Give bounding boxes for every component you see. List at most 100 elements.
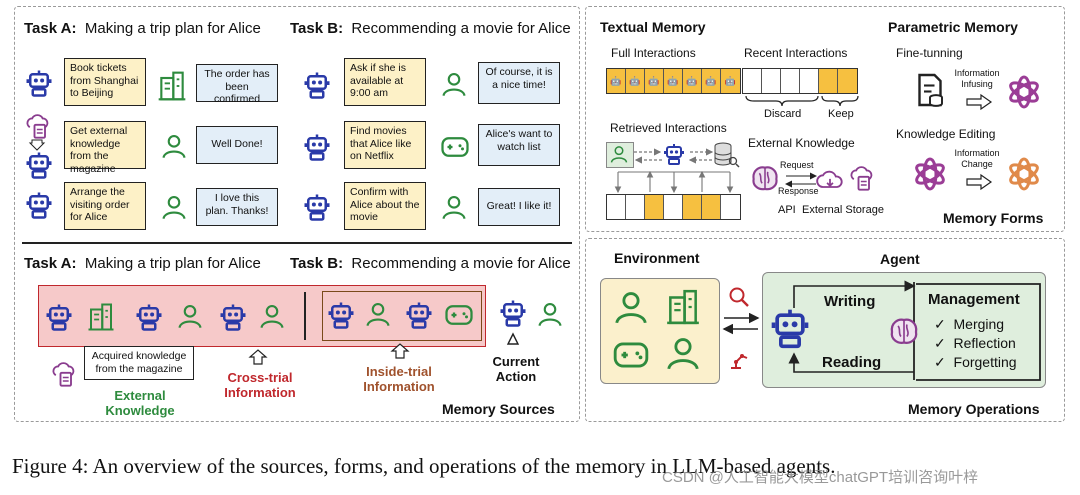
robot-icon: [218, 302, 248, 332]
op-forgetting-text: Forgetting: [953, 354, 1017, 370]
textual-memory-title: Textual Memory: [600, 19, 706, 35]
task-b-bubble-1: Ask if she is available at 9:00 am: [344, 58, 426, 106]
human-icon: [364, 300, 392, 328]
cell-robot: [762, 69, 781, 93]
database-icon: [714, 142, 732, 166]
api-label: API: [778, 204, 796, 216]
top-task-a-title: Task A: Making a trip plan for Alice: [24, 20, 261, 37]
cell-robot: [645, 195, 664, 219]
fine-tuning-label: Fine-tunning: [896, 46, 963, 60]
robot-icon: [498, 298, 528, 328]
human-icon: [176, 302, 204, 330]
search-icon: [728, 156, 740, 168]
cell-robot: 🤖: [702, 69, 721, 93]
up-arrow-icon: [248, 349, 268, 365]
info-change-label: Information Change: [954, 148, 1000, 169]
task-a-bubble-3: Arrange the visiting order for Alice: [64, 182, 146, 230]
agent-title: Agent: [880, 251, 920, 267]
robot-icon: [662, 142, 686, 166]
robot-icon: [24, 68, 54, 98]
human-icon: [536, 300, 564, 328]
info-infusing-label: Information Infusing: [954, 68, 1000, 89]
task-a-prefix: Task A:: [24, 20, 77, 37]
cell-human: [743, 69, 762, 93]
inside-trial-label: Inside-trial Information: [363, 364, 435, 394]
down-arrow-icon: [28, 139, 46, 151]
task-a-reply-2: Well Done!: [196, 126, 278, 164]
task-b-reply-1: Of course, it is a nice time!: [478, 62, 560, 104]
task-a-text: Making a trip plan for Alice: [84, 255, 261, 272]
hollow-arrow-icon: [966, 173, 993, 191]
task-b-text: Recommending a movie for Alice: [351, 255, 571, 272]
memory-operations-label: Memory Operations: [908, 401, 1040, 417]
discard-brace: [745, 95, 819, 107]
task-b-bubble-2: Find movies that Alice like on Netflix: [344, 121, 426, 169]
cell-robot: 🤖: [607, 69, 626, 93]
task-a-bubble-1: Book tickets from Shanghai to Beijing: [64, 58, 146, 106]
external-storage-label: External Storage: [802, 204, 884, 216]
watermark: CSDN @人工智能大模型chatGPT培训咨询叶梓: [662, 469, 979, 486]
full-interactions-cells: 🤖🤖🤖🤖🤖🤖🤖: [606, 68, 741, 94]
bottom-task-a-title: Task A: Making a trip plan for Alice: [24, 255, 261, 272]
cell-human: [607, 195, 626, 219]
human-icon: [160, 132, 188, 160]
task-a-bubble-2: Get external knowledge from the magazine: [64, 121, 146, 175]
robot-icon: [302, 132, 332, 162]
figure-caption: Figure 4: An overview of the sources, fo…: [12, 454, 836, 478]
llm-model-icon: [912, 156, 948, 192]
robot-icon: [302, 70, 332, 100]
request-label: Request: [780, 160, 814, 170]
hollow-arrow-icon: [966, 93, 993, 111]
cloud-download-icon: [816, 166, 844, 194]
task-b-text: Recommending a movie for Alice: [351, 20, 571, 37]
writing-label: Writing: [824, 293, 876, 310]
task-b-reply-3: Great! I like it!: [478, 188, 560, 226]
reading-label: Reading: [822, 354, 882, 371]
cell-robot: 🤖: [683, 69, 702, 93]
robot-arm-icon: [731, 354, 748, 369]
env-agent-arrows: [722, 312, 760, 335]
memory-operations-panel: [585, 238, 1065, 422]
trial-separator: [304, 292, 306, 340]
task-b-bubble-3: Confirm with Alice about the movie: [344, 182, 426, 230]
robot-icon: [134, 302, 164, 332]
robot-icon: [768, 306, 812, 350]
task-a-prefix: Task A:: [24, 255, 77, 272]
request-response-arrows: [785, 172, 817, 188]
cell-robot: [683, 195, 702, 219]
cell-robot: [800, 69, 819, 93]
human-icon: [440, 70, 468, 98]
memory-forms-panel: [585, 6, 1065, 232]
recent-interactions-label: Recent Interactions: [744, 46, 848, 60]
task-b-prefix: Task B:: [290, 255, 344, 272]
memory-forms-label: Memory Forms: [943, 210, 1044, 226]
external-knowledge-label: External Knowledge: [105, 388, 175, 418]
retrieval-links: [614, 170, 734, 194]
cross-trial-label: Cross-trial Information: [224, 370, 296, 400]
human-icon: [664, 334, 702, 372]
task-a-reply-1: The order has been confirmed: [196, 64, 278, 105]
cell-robot: [721, 195, 740, 219]
up-arrow-icon: [390, 343, 410, 359]
task-a-reply-3: I love this plan. Thanks!: [196, 188, 278, 226]
cell-robot: [626, 195, 645, 219]
storage-doc-icon: [848, 164, 876, 192]
top-task-b-title: Task B: Recommending a movie for Alice: [290, 20, 571, 37]
management-label: Management: [928, 291, 1020, 308]
gamepad-icon: [440, 132, 470, 162]
keep-label: Keep: [828, 108, 854, 120]
cell-robot: 🤖: [626, 69, 645, 93]
human-icon: [609, 144, 629, 164]
op-reflection-text: Reflection: [953, 335, 1016, 351]
robot-icon: [24, 150, 54, 180]
keep-brace: [821, 95, 859, 107]
llm-model-icon: [1006, 74, 1042, 110]
brain-icon: [886, 314, 922, 350]
cloud-book-icon: [24, 112, 52, 140]
op-reflection: ✓ Reflection: [934, 335, 1016, 351]
human-icon: [258, 302, 286, 330]
building-icon: [86, 302, 116, 332]
llm-model-edited-icon: [1006, 156, 1042, 192]
retrieved-interactions-label: Retrieved Interactions: [610, 121, 727, 135]
task-b-reply-2: Alice's want to watch list: [478, 124, 560, 166]
